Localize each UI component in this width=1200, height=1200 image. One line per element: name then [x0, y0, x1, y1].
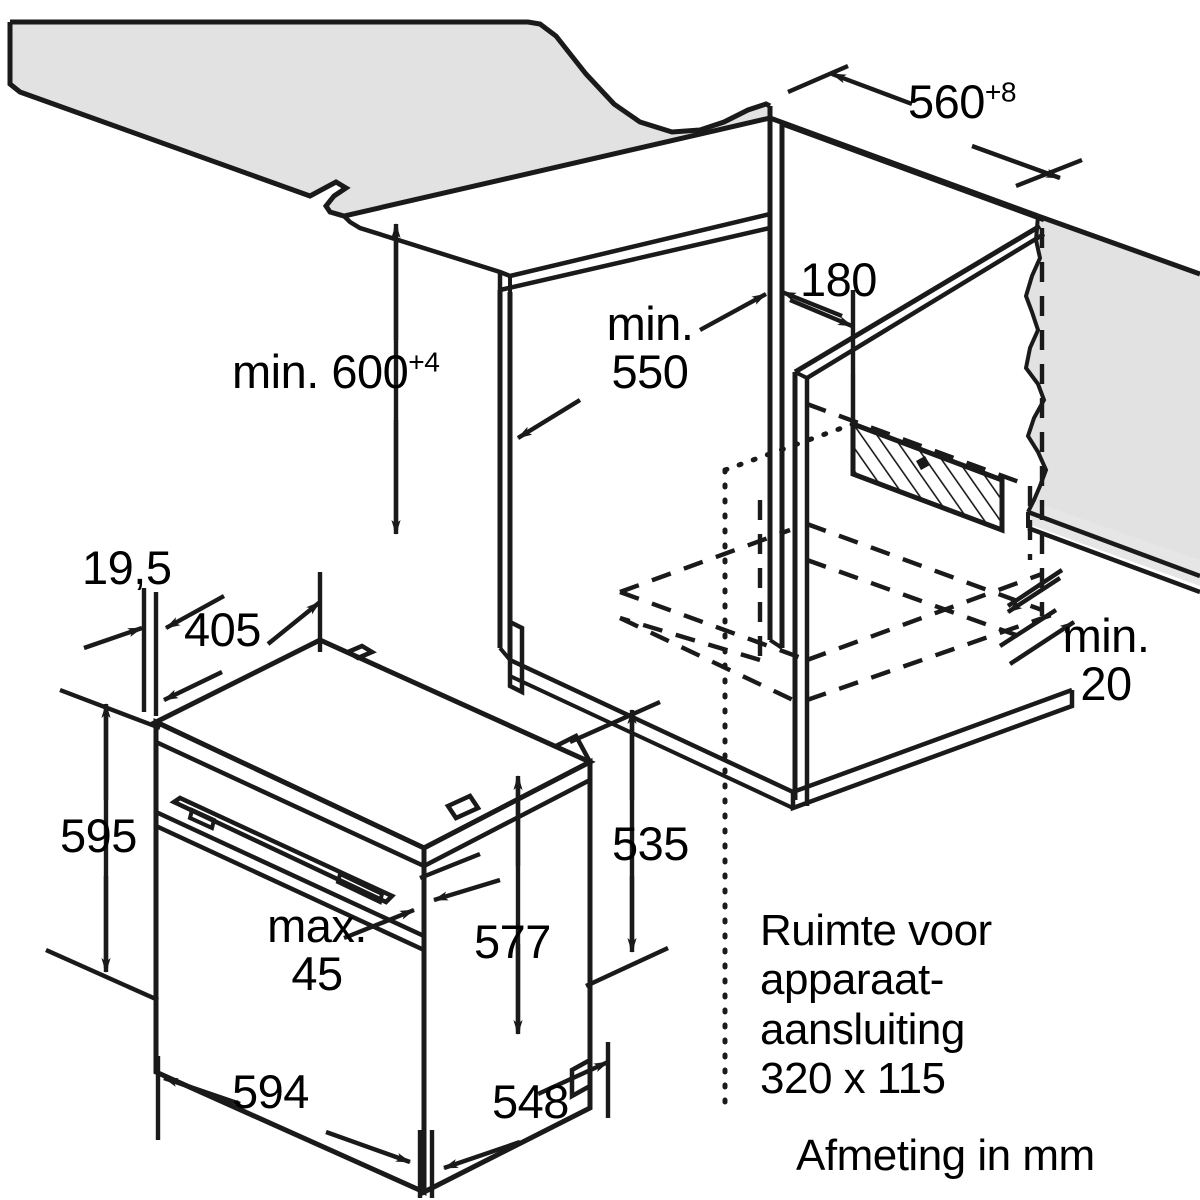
dim-560-arrow-left: [831, 71, 913, 107]
dim-label-niche-height: min. 600+4: [232, 345, 440, 398]
hidden-base-rear-diag2: [806, 571, 1043, 663]
hidden-base-rear-diag3: [619, 527, 791, 595]
dim-405-arrow-left: [164, 594, 226, 630]
oven-door-top-line: [155, 823, 425, 953]
oven-side-handle-recess: [444, 793, 482, 821]
oven-top-rear-notch: [343, 643, 377, 661]
connection-opening-hatch: [850, 420, 1005, 534]
oven-side-face: [421, 757, 593, 1197]
dim-595-ext-top: [59, 687, 161, 731]
dim-max45-ext: [419, 851, 481, 881]
dim-535-ext-top: [569, 699, 661, 745]
connection-opening-marker-dot: [916, 456, 930, 470]
dotted-leader-group: [722, 421, 856, 1108]
rear-wall-break-squiggle: [1023, 215, 1049, 513]
dim-594-arrow-left: [163, 1075, 241, 1107]
dim-594-arrow-right: [325, 1129, 411, 1165]
niche-right-panel-top-slope2: [805, 232, 1046, 380]
rear-wall-top-edge: [1037, 213, 1200, 277]
dim-min20-ext-b: [998, 608, 1058, 648]
worktop-thickness-line: [8, 82, 311, 198]
dim-min20-ext-a: [1006, 568, 1064, 608]
oven-appliance-group: [150, 637, 596, 1197]
oven-door-handle: [169, 795, 396, 905]
worktop-top-face: [10, 22, 770, 216]
dim-min20-arrow-down: [1006, 576, 1062, 614]
cabinet-base-front-edge: [790, 690, 1075, 812]
dim-label-worktop-overhang: 19,5: [82, 541, 172, 594]
dim-550-arrow-right: [698, 292, 768, 332]
dim-405-arrow-left2: [163, 670, 223, 702]
dim-180-arrow-left: [781, 289, 843, 319]
hidden-base-rear-diag4: [806, 521, 1043, 613]
niche-right-panel-top-slope: [793, 223, 1042, 375]
dim-548-arrow-left: [443, 1139, 521, 1171]
hidden-base-rear-right: [806, 557, 1031, 643]
oven-side-top-trim: [422, 778, 592, 868]
dim-label-niche-depth-min: min.550: [606, 297, 694, 398]
dim-label-niche-width: 560+8: [908, 75, 1017, 128]
dim-label-appliance-height: 595: [60, 809, 137, 862]
oven-control-panel-top: [155, 739, 425, 869]
drawing-layer-fills: [10, 22, 1200, 586]
connection-space-leader-diagonal: [722, 421, 856, 473]
cabinet-base-left-drop: [508, 660, 794, 810]
dim-min20-arrow-up: [1008, 620, 1076, 666]
niche-right-panel-join: [794, 370, 808, 380]
hidden-lines-group: [619, 228, 1061, 703]
hidden-niche-rear-top: [806, 401, 1031, 489]
niche-upper-right-top-edge2: [781, 121, 1045, 223]
cabinet-top-panel-front: [342, 211, 771, 279]
hidden-base-bottom-left: [619, 616, 794, 702]
dim-560-ext-left: [787, 63, 849, 95]
dim-550-arrow-left: [516, 398, 582, 440]
oven-handle-right-bracket: [335, 871, 385, 905]
dim-535-ext-bottom: [585, 946, 669, 988]
dim-195-arrow: [83, 625, 143, 651]
cabinet-base-top-face: [509, 657, 1073, 795]
note-units: Afmeting in mm: [796, 1131, 1095, 1180]
dim-180-arrow-right: [789, 297, 853, 329]
cabinet-right-side-bottom: [768, 638, 784, 650]
dim-label-body-depth: 535: [612, 817, 689, 870]
worktop-front-break-edge: [10, 19, 772, 135]
rear-wall-bottom-edge2: [1027, 525, 1200, 595]
oven-side-bottom-notch: [569, 1058, 592, 1100]
dim-405-arrow-right: [266, 600, 322, 646]
dim-548-arrow-right: [537, 1059, 609, 1097]
dim-max45-arrow: [343, 907, 415, 941]
dim-595-ext-bottom: [45, 947, 159, 1003]
dim-label-rear-gap-min: min.20: [1062, 609, 1150, 710]
dim-label-body-width: 548: [492, 1075, 569, 1128]
worktop-break-squiggle: [309, 179, 350, 218]
oven-control-panel-bottom: [155, 809, 425, 939]
hidden-base-back-left: [619, 615, 761, 663]
dim-label-appliance-width: 594: [232, 1065, 309, 1118]
rear-wall-bottom-edge: [1027, 509, 1200, 579]
dim-560-arrow-right: [971, 143, 1061, 181]
rear-wall-panel: [1026, 216, 1200, 560]
dim-max45-arrow2: [433, 877, 501, 903]
hidden-base-bottom-right: [806, 609, 1061, 703]
dim-label-door-gap-max: max.45: [267, 899, 367, 1000]
oven-handle-left-bracket: [187, 807, 217, 831]
dim-label-body-height: 577: [474, 915, 551, 968]
dim-label-connection-offset: 180: [800, 253, 877, 306]
dim-label-door-open-depth: 405: [184, 603, 261, 656]
dimension-lines-group: [45, 63, 1083, 1198]
